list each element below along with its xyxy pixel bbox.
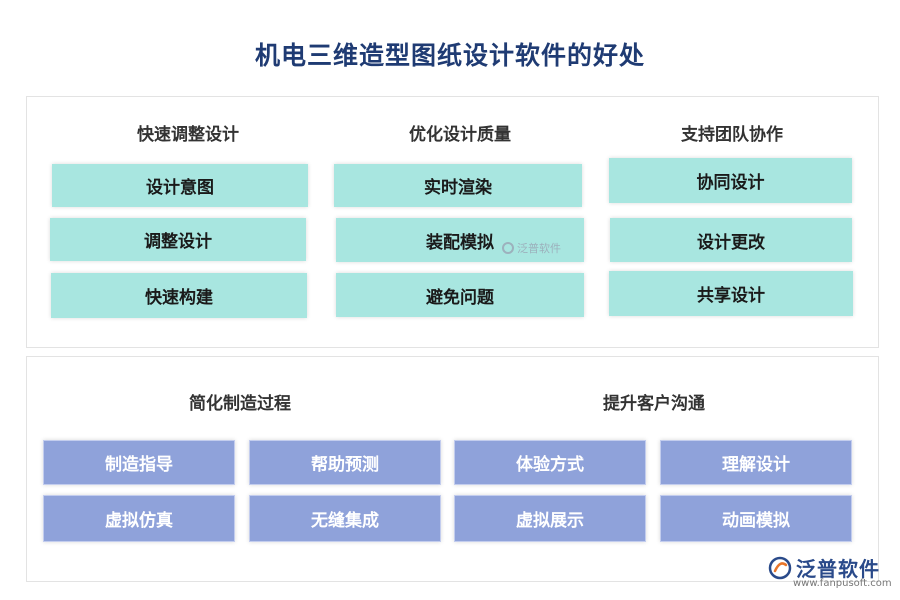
brand-url: www.fanpusoft.com — [793, 578, 892, 589]
benefit-box: 设计更改 — [610, 218, 852, 262]
benefit-box: 协同设计 — [609, 158, 852, 203]
group-title-manufacturing: 简化制造过程 — [189, 394, 291, 414]
column-title-team-collab: 支持团队协作 — [681, 125, 783, 145]
brand-logo-icon — [768, 556, 792, 579]
benefit-box: 虚拟展示 — [454, 495, 646, 542]
benefit-box: 共享设计 — [609, 271, 853, 316]
benefit-box: 避免问题 — [336, 273, 584, 317]
benefit-box: 快速构建 — [51, 273, 307, 318]
page-title: 机电三维造型图纸设计软件的好处 — [254, 41, 645, 70]
column-title-optimize-quality: 优化设计质量 — [409, 125, 511, 145]
benefit-box: 制造指导 — [43, 440, 235, 485]
benefit-box: 无缝集成 — [249, 495, 441, 542]
benefit-box: 装配模拟 — [336, 218, 584, 262]
benefit-box: 实时渲染 — [334, 164, 582, 207]
benefit-box: 设计意图 — [52, 164, 308, 207]
brand-logo: 泛普软件 — [768, 553, 880, 582]
watermark: 泛普软件 — [502, 240, 561, 256]
watermark-text: 泛普软件 — [517, 242, 561, 255]
benefit-box: 体验方式 — [454, 440, 646, 485]
benefit-box: 帮助预测 — [249, 440, 441, 485]
column-title-quick-adjust: 快速调整设计 — [137, 125, 239, 145]
group-title-customer-comm: 提升客户沟通 — [603, 394, 705, 414]
watermark-logo-icon — [502, 242, 514, 254]
benefit-box: 理解设计 — [660, 440, 852, 485]
benefit-box: 动画模拟 — [660, 495, 852, 542]
benefit-box: 调整设计 — [50, 218, 306, 261]
benefit-box: 虚拟仿真 — [43, 495, 235, 542]
brand-name: 泛普软件 — [796, 557, 880, 581]
